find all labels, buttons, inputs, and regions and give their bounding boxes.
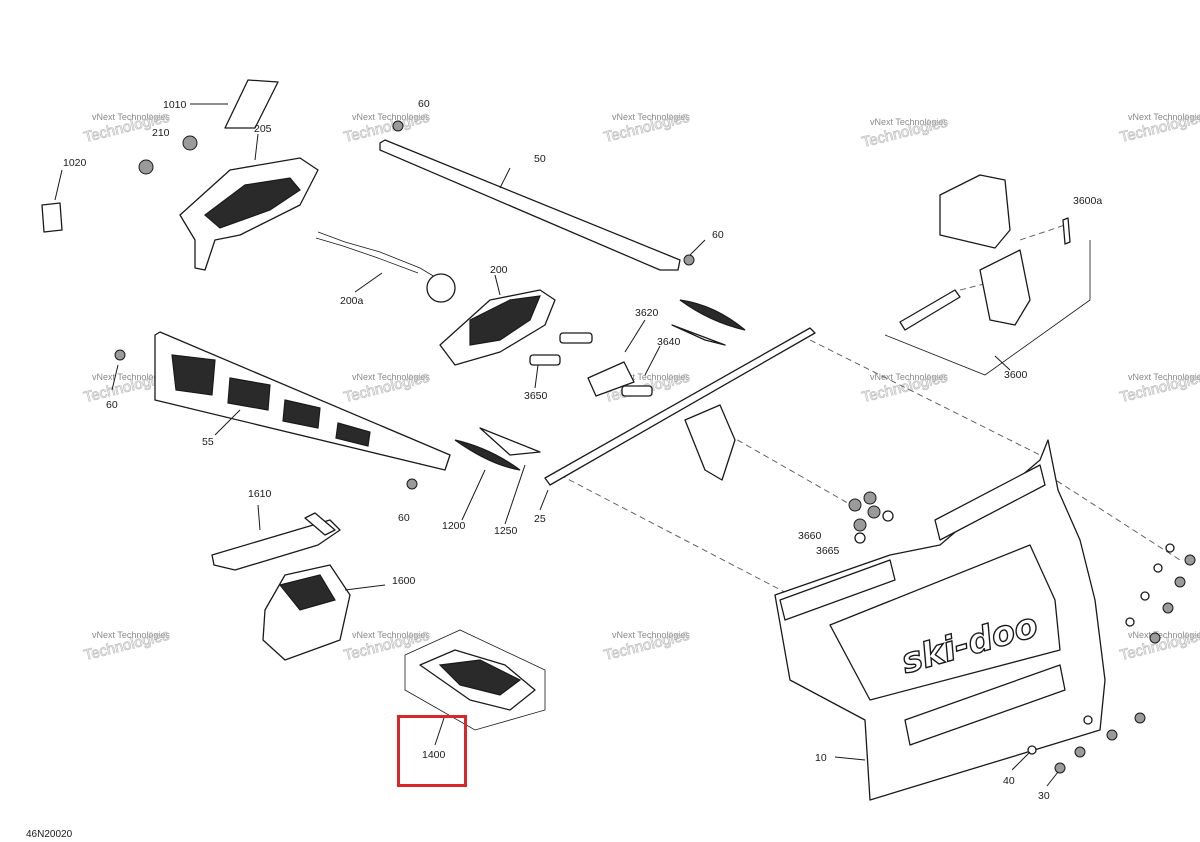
callout-205[interactable]: 205 [254, 123, 272, 135]
callout-210[interactable]: 210 [152, 127, 170, 139]
assembly-lines [559, 224, 1181, 601]
part-3650-bolt[interactable] [529, 332, 593, 366]
part-1250-lens[interactable] [671, 324, 726, 346]
watermark-text: vNext Technologies [1128, 112, 1200, 122]
diagram-code: 46N20020 [26, 829, 73, 840]
part-3640-bolt[interactable] [621, 385, 653, 397]
part-3600-hinge[interactable] [884, 174, 1091, 376]
callout-1250[interactable]: 1250 [494, 525, 518, 537]
part-205-housing[interactable] [179, 157, 319, 271]
callout-1610[interactable]: 1610 [248, 488, 272, 500]
callout-50[interactable]: 50 [534, 153, 546, 165]
callout-1400[interactable]: 1400 [422, 749, 446, 761]
callout-60[interactable]: 60 [398, 512, 410, 524]
part-3665-washer[interactable] [854, 510, 894, 544]
callout-40[interactable]: 40 [1003, 775, 1015, 787]
watermark-text: vNext Technologies [870, 117, 948, 127]
selected-part-highlight [397, 715, 467, 787]
part-40-washer[interactable] [1027, 543, 1175, 755]
callout-3640[interactable]: 3640 [657, 336, 681, 348]
part-210-nut[interactable] [138, 135, 198, 175]
callout-200a[interactable]: 200a [340, 295, 364, 307]
part-50-rail[interactable] [379, 139, 681, 271]
watermark-text: vNext Technologies [92, 112, 170, 122]
callout-1010[interactable]: 1010 [163, 99, 187, 111]
part-1600-bag[interactable] [262, 564, 351, 661]
callout-1600[interactable]: 1600 [392, 575, 416, 587]
callout-3650[interactable]: 3650 [524, 390, 548, 402]
part-60-screw[interactable] [114, 349, 126, 361]
callout-3600[interactable]: 3600 [1004, 369, 1028, 381]
callout-10[interactable]: 10 [815, 752, 827, 764]
watermark-text: vNext Technologies [612, 372, 690, 382]
callout-1020[interactable]: 1020 [63, 157, 87, 169]
leader-lines [54, 103, 1059, 787]
watermark-text: vNext Technologies [352, 372, 430, 382]
part-1610-strap[interactable] [211, 512, 341, 571]
watermark-text: vNext Technologies [92, 372, 170, 382]
callout-60[interactable]: 60 [418, 98, 430, 110]
watermark-text: vNext Technologies [352, 630, 430, 640]
part-1010-lens[interactable] [224, 79, 279, 129]
watermark-text: vNext Technologies [1128, 372, 1200, 382]
hinge-bracket[interactable] [684, 404, 736, 481]
callouts: 1010 210 205 1020 60 50 60 200 200a 3620… [63, 98, 1102, 802]
callout-30[interactable]: 30 [1038, 790, 1050, 802]
callout-3620[interactable]: 3620 [635, 307, 659, 319]
watermark-text: vNext Technologies [352, 112, 430, 122]
part-200-light[interactable] [439, 289, 556, 366]
part-1200-lens-seal[interactable] [679, 299, 746, 331]
watermark-text: vNext Technologies [612, 112, 690, 122]
part-200a-harness[interactable] [315, 231, 456, 303]
callout-3665[interactable]: 3665 [816, 545, 840, 557]
callout-60[interactable]: 60 [712, 229, 724, 241]
watermark-text: vNext Technologies [870, 372, 948, 382]
watermark-text: vNext Technologies [612, 630, 690, 640]
callout-200[interactable]: 200 [490, 264, 508, 276]
watermark-text: vNext Technologies [92, 630, 170, 640]
part-30-screw[interactable] [1054, 554, 1196, 774]
part-60-screw[interactable] [406, 478, 418, 490]
part-3660-nut[interactable] [848, 491, 881, 532]
callout-1200[interactable]: 1200 [442, 520, 466, 532]
part-1400-tool-kit[interactable] [404, 629, 546, 731]
callout-60[interactable]: 60 [106, 399, 118, 411]
part-1250-lens[interactable] [479, 427, 541, 456]
callout-55[interactable]: 55 [202, 436, 214, 448]
callout-25[interactable]: 25 [534, 513, 546, 525]
part-1200-lens-seal[interactable] [454, 439, 521, 471]
callout-3660[interactable]: 3660 [798, 530, 822, 542]
part-1020-lens[interactable] [41, 202, 63, 233]
callout-3600a[interactable]: 3600a [1073, 195, 1102, 207]
part-10-rear-cover[interactable]: ski-doo [774, 439, 1106, 801]
part-55-panel[interactable] [154, 331, 451, 471]
part-25-strip[interactable] [544, 327, 816, 486]
watermark-text: vNext Technologies [1128, 630, 1200, 640]
part-3620-plate[interactable] [587, 361, 635, 397]
part-60-screw[interactable] [683, 254, 695, 266]
part-60-screw[interactable] [392, 120, 404, 132]
